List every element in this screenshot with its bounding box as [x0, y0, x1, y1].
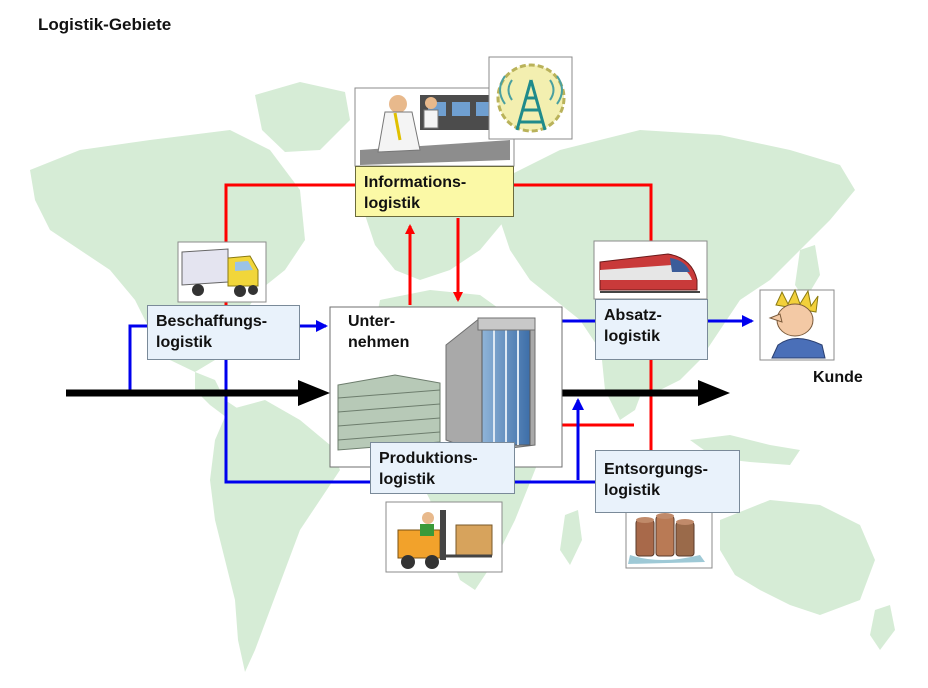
beschaffungslogistik-label-1: Beschaffungs- [156, 313, 268, 330]
entsorgungslogistik-box: Entsorgungs- logistik [595, 450, 740, 513]
unternehmen-box [329, 306, 563, 468]
unternehmen-label-2: nehmen [348, 334, 410, 351]
informationslogistik-label-1: Informations- [364, 174, 467, 191]
informationslogistik-box: Informations- logistik [355, 166, 514, 217]
absatzlogistik-label-2: logistik [604, 328, 661, 345]
beschaffungslogistik-box: Beschaffungs- logistik [147, 305, 300, 360]
unternehmen-label: Unter- nehmen [348, 311, 409, 353]
diagram-title: Logistik-Gebiete [38, 15, 172, 34]
factory-building-icon [337, 317, 536, 453]
produktionslogistik-box: Produktions- logistik [370, 442, 515, 494]
absatzlogistik-box: Absatz- logistik [595, 299, 708, 360]
absatzlogistik-label-1: Absatz- [604, 307, 662, 324]
material-flow [128, 315, 754, 484]
informationslogistik-label-2: logistik [364, 195, 421, 212]
entsorgungslogistik-label-1: Entsorgungs- [604, 461, 708, 478]
unternehmen-label-1: Unter- [348, 313, 396, 330]
forklift-icon [385, 501, 503, 573]
entsorgungslogistik-label-2: logistik [604, 482, 661, 499]
produktionslogistik-label-1: Produktions- [379, 450, 478, 467]
customer-icon [759, 288, 835, 361]
main-material-flow [66, 380, 730, 406]
antenna-icon [488, 56, 573, 140]
office-workers-icon [354, 87, 515, 167]
train-icon [593, 240, 708, 300]
customer-label: Kunde [813, 369, 863, 386]
beschaffungslogistik-label-2: logistik [156, 334, 213, 351]
barrels-icon [625, 504, 713, 569]
truck-icon [177, 241, 267, 303]
produktionslogistik-label-2: logistik [379, 471, 436, 488]
